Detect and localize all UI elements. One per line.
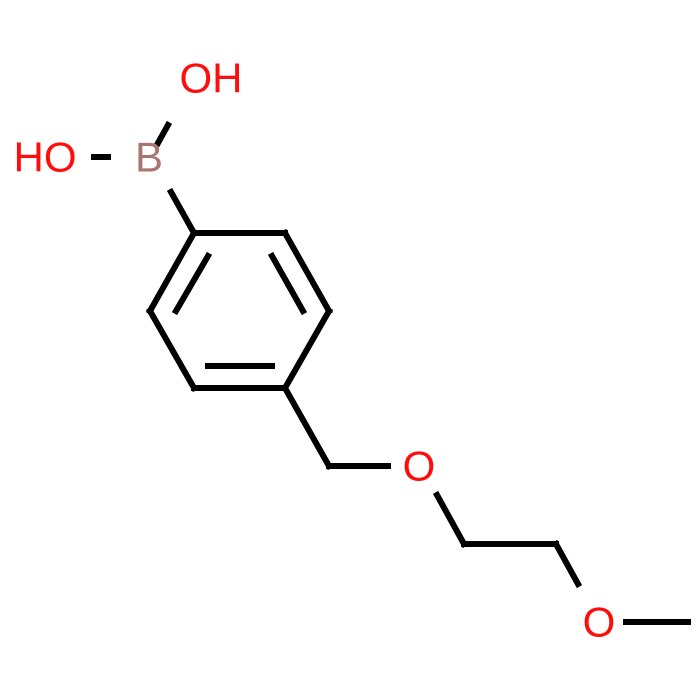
bond-c-o2 (551, 539, 583, 589)
bond-ring-inner-1 (267, 251, 308, 316)
bond-ring-2 (280, 228, 334, 316)
bonds (91, 120, 691, 625)
bond-ring-inner-3 (171, 251, 213, 316)
bond-ring-6 (145, 228, 199, 316)
atom-label-ether-o2: O (583, 599, 616, 646)
atom-label-ether-o1: O (403, 443, 436, 490)
atom-label-boron: B (135, 134, 163, 181)
bond-o1-c (432, 490, 469, 549)
bond-ring-5 (145, 306, 199, 393)
atom-labels: OH HO B O O (14, 55, 616, 646)
atom-label-oh-top: OH (180, 55, 243, 102)
atom-label-oh-left: HO (14, 134, 77, 181)
bond-boron-ring (166, 187, 199, 238)
bond-ring-3 (280, 306, 334, 393)
bond-ring-ch2 (280, 383, 334, 471)
bond-boron-oh-top (153, 120, 173, 148)
